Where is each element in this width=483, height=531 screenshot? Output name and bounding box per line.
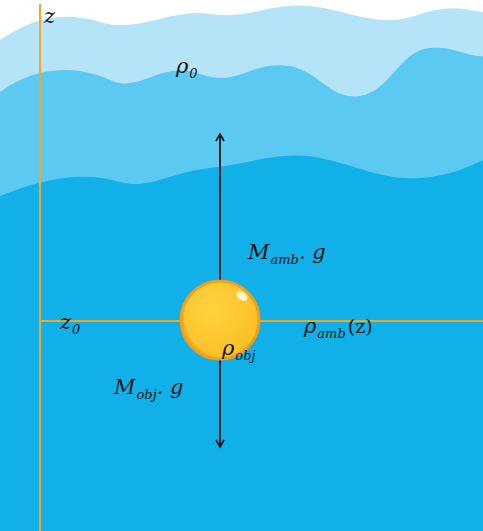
surface-layer bbox=[0, 5, 483, 531]
math-symbol: M bbox=[114, 375, 136, 399]
math-symbol: . g bbox=[157, 375, 184, 399]
surface-density: ρ0 bbox=[176, 56, 198, 77]
buoyancy-label: Mamb. g bbox=[248, 242, 326, 263]
weight-arrow bbox=[219, 360, 221, 447]
ball-highlight bbox=[235, 289, 249, 302]
object-density: ρobj bbox=[222, 338, 256, 359]
weight-label: Mobj. g bbox=[114, 377, 184, 398]
axis-label: z bbox=[44, 6, 55, 27]
math-symbol: z bbox=[44, 4, 55, 28]
ambient-density: ρamb(z) bbox=[304, 316, 373, 337]
z0-level-line bbox=[40, 320, 483, 322]
z-axis bbox=[39, 4, 41, 531]
subscript: obj bbox=[235, 348, 255, 363]
math-symbol: (z) bbox=[348, 315, 373, 337]
math-symbol: ρ bbox=[304, 314, 316, 338]
subscript: amb bbox=[271, 252, 299, 267]
middle-layer bbox=[0, 48, 483, 531]
math-symbol: ρ bbox=[176, 54, 188, 78]
ball-shadow bbox=[181, 296, 214, 356]
subscript: amb bbox=[317, 326, 345, 341]
math-symbol: . g bbox=[299, 240, 326, 264]
level-label: z0 bbox=[60, 312, 80, 333]
buoyancy-arrow bbox=[219, 134, 221, 281]
subscript: obj bbox=[137, 387, 157, 402]
math-symbol: ρ bbox=[222, 336, 234, 360]
math-symbol: M bbox=[248, 240, 270, 264]
object-ball bbox=[181, 281, 259, 359]
subscript: 0 bbox=[72, 322, 80, 337]
math-symbol: z bbox=[60, 310, 71, 334]
deep-layer bbox=[0, 156, 483, 531]
subscript: 0 bbox=[189, 66, 197, 81]
